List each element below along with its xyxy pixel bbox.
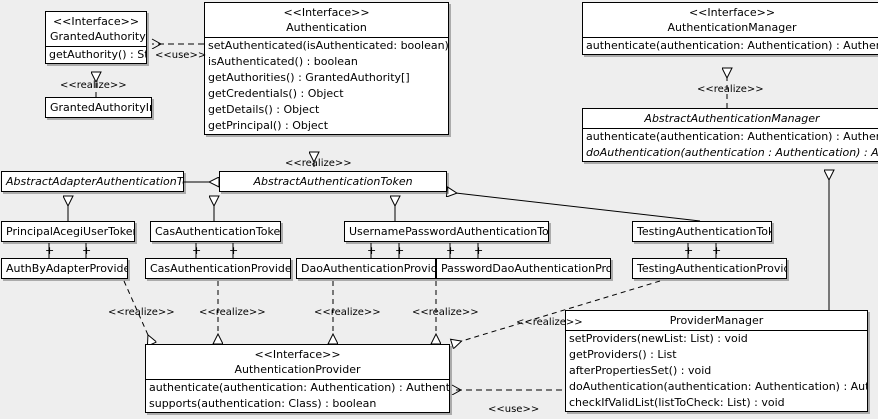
class-name: AuthenticationProvider xyxy=(234,363,361,376)
operation: authenticate(authentication: Authenticat… xyxy=(586,39,878,52)
multiplicity-marker: + xyxy=(474,244,484,257)
compartment-divider xyxy=(583,128,878,129)
operation: authenticate(authentication: Authenticat… xyxy=(149,381,450,394)
class-name: GrantedAuthorityImpl xyxy=(50,101,151,114)
class-name: AuthenticationManager xyxy=(667,21,797,34)
multiplicity-marker: + xyxy=(45,244,55,257)
class-name: PasswordDaoAuthenticationProvider xyxy=(441,262,611,275)
operation: getPrincipal() : Object xyxy=(208,119,329,132)
class-name: TestingAuthenticationProvider xyxy=(637,262,787,275)
class-header: ProviderManager xyxy=(566,311,867,330)
class-name: GrantedAuthority xyxy=(50,30,146,43)
class-name: PrincipalAcegiUserToken xyxy=(6,225,135,238)
operations-compartment: authenticate(authentication: Authenticat… xyxy=(583,38,878,54)
class-authentication-provider[interactable]: <<Interface>> AuthenticationProvider aut… xyxy=(145,344,450,413)
multiplicity-marker: + xyxy=(82,244,92,257)
operation: supports(authentication: Class) : boolea… xyxy=(149,397,377,410)
class-principal-acegi-user-token[interactable]: PrincipalAcegiUserToken xyxy=(1,221,135,242)
class-header: <<Interface>> GrantedAuthority xyxy=(46,12,146,46)
relationship-label-realize-abstract-authentication-token: <<realize>> xyxy=(285,158,352,169)
operation: getAuthorities() : GrantedAuthority[] xyxy=(208,71,410,84)
operation: doAuthentication(authentication : Authen… xyxy=(586,146,878,159)
class-password-dao-authentication-provider[interactable]: PasswordDaoAuthenticationProvider xyxy=(436,258,611,279)
class-testing-authentication-token[interactable]: TestingAuthenticationToken xyxy=(632,221,772,242)
class-dao-authentication-provider[interactable]: DaoAuthenticationProvider xyxy=(296,258,436,279)
operation: authenticate(authentication: Authenticat… xyxy=(586,130,878,143)
operation: checkIfValidList(listToCheck: List) : vo… xyxy=(569,396,785,409)
operation: isAuthenticated() : boolean xyxy=(208,55,358,68)
operations-compartment: getAuthority() : String xyxy=(46,47,146,63)
compartment-divider xyxy=(46,46,146,47)
class-header: <<Interface>> Authentication xyxy=(205,3,448,37)
compartment-divider xyxy=(583,37,878,38)
operations-compartment: setProviders(newList: List) : void getPr… xyxy=(566,331,867,411)
relationship-label-realize-provider-manager: <<realize>> xyxy=(516,317,583,328)
class-cas-authentication-provider[interactable]: CasAuthenticationProvider xyxy=(145,258,291,279)
operation: setAuthenticated(isAuthenticated: boolea… xyxy=(208,39,449,52)
multiplicity-marker: + xyxy=(367,244,377,257)
compartment-divider xyxy=(205,37,448,38)
class-name: DaoAuthenticationProvider xyxy=(301,262,436,275)
class-name: ProviderManager xyxy=(669,314,764,327)
class-granted-authority[interactable]: <<Interface>> GrantedAuthority getAuthor… xyxy=(45,11,147,64)
class-header: AbstractAuthenticationManager xyxy=(583,109,878,128)
class-cas-authentication-token[interactable]: CasAuthenticationToken xyxy=(150,221,281,242)
operations-compartment: setAuthenticated(isAuthenticated: boolea… xyxy=(205,38,448,134)
class-granted-authority-impl[interactable]: GrantedAuthorityImpl xyxy=(45,97,152,118)
operation: afterPropertiesSet() : void xyxy=(569,364,712,377)
compartment-divider xyxy=(146,379,449,380)
multiplicity-marker: + xyxy=(684,244,694,257)
class-stereotype: <<Interface>> xyxy=(688,6,776,19)
relationship-label-use-granted-authority: <<use>> xyxy=(155,50,207,61)
class-abstract-adapter-authentication-token[interactable]: AbstractAdapterAuthenticationToken xyxy=(1,171,184,192)
class-authentication[interactable]: <<Interface>> Authentication setAuthenti… xyxy=(204,2,449,135)
class-name: CasAuthenticationProvider xyxy=(150,262,291,275)
operation: getCredentials() : Object xyxy=(208,87,344,100)
class-stereotype: <<Interface>> xyxy=(52,15,140,28)
class-abstract-authentication-token[interactable]: AbstractAuthenticationToken xyxy=(219,171,447,192)
relationship-label-realize-abstract-authentication-manager: <<realize>> xyxy=(697,84,764,95)
class-name: CasAuthenticationToken xyxy=(155,225,281,238)
class-name: AuthByAdapterProvider xyxy=(6,262,128,275)
class-name: Authentication xyxy=(286,21,367,34)
operation: getDetails() : Object xyxy=(208,103,320,116)
multiplicity-marker: + xyxy=(192,244,202,257)
operation: doAuthentication(authentication: Authent… xyxy=(569,380,868,393)
relationship-label-realize-auth-by-adapter: <<realize>> xyxy=(108,307,175,318)
class-authentication-manager[interactable]: <<Interface>> AuthenticationManager auth… xyxy=(582,2,878,55)
compartment-divider xyxy=(566,330,867,331)
operation: getAuthority() : String xyxy=(49,48,146,61)
multiplicity-marker: + xyxy=(712,244,722,257)
relationship-label-realize-granted-authority-impl: <<realize>> xyxy=(60,80,127,91)
operation: getProviders() : List xyxy=(569,348,677,361)
class-stereotype: <<Interface>> xyxy=(254,348,341,361)
class-provider-manager[interactable]: ProviderManager setProviders(newList: Li… xyxy=(565,310,868,412)
class-auth-by-adapter-provider[interactable]: AuthByAdapterProvider xyxy=(1,258,128,279)
multiplicity-marker: + xyxy=(446,244,456,257)
relationship-label-realize-cas-provider: <<realize>> xyxy=(199,307,266,318)
class-name: AbstractAuthenticationManager xyxy=(644,112,820,125)
class-username-password-authentication-token[interactable]: UsernamePasswordAuthenticationToken xyxy=(344,221,549,242)
class-name: AbstractAdapterAuthenticationToken xyxy=(6,175,183,188)
class-testing-authentication-provider[interactable]: TestingAuthenticationProvider xyxy=(632,258,787,279)
multiplicity-marker: + xyxy=(229,244,239,257)
class-header: <<Interface>> AuthenticationProvider xyxy=(146,345,449,379)
operations-compartment: authenticate(authentication: Authenticat… xyxy=(583,129,878,161)
class-name: TestingAuthenticationToken xyxy=(637,225,771,238)
class-stereotype: <<Interface>> xyxy=(283,6,370,19)
relationship-label-realize-dao-provider: <<realize>> xyxy=(314,307,381,318)
multiplicity-marker: + xyxy=(395,244,405,257)
operations-compartment: authenticate(authentication: Authenticat… xyxy=(146,380,449,412)
class-name: AbstractAuthenticationToken xyxy=(253,175,413,188)
relationship-label-realize-password-dao-provider: <<realize>> xyxy=(412,307,479,318)
class-header: <<Interface>> AuthenticationManager xyxy=(583,3,878,37)
class-name: UsernamePasswordAuthenticationToken xyxy=(349,225,549,238)
operation: setProviders(newList: List) : void xyxy=(569,332,748,345)
class-abstract-authentication-manager[interactable]: AbstractAuthenticationManager authentica… xyxy=(582,108,878,162)
relationship-label-use-provider-manager: <<use>> xyxy=(488,404,540,415)
